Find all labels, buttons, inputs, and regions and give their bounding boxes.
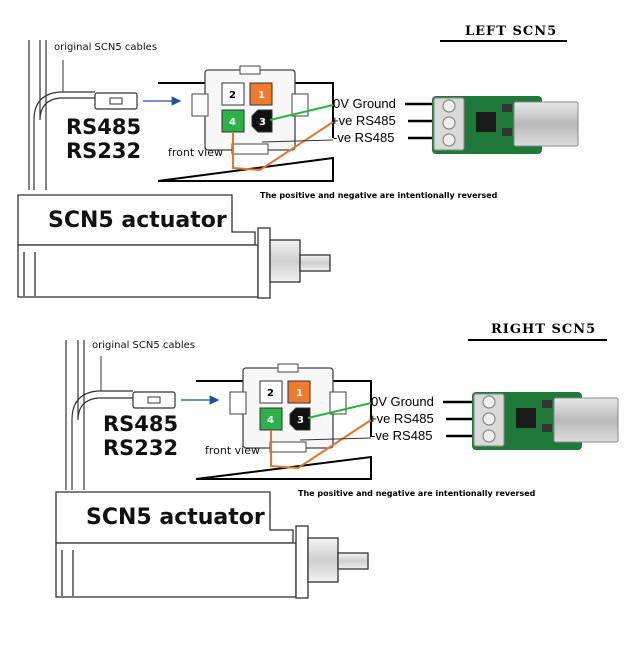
- pin-1: [287, 380, 311, 404]
- protocol-label-rs232: RS232: [66, 139, 141, 163]
- reversed-note: The positive and negative are intentiona…: [298, 489, 536, 498]
- panel-heading: RIGHT SCN5: [491, 322, 596, 337]
- panel-left: LEFT SCN5 original SCN5 cables RS485 RS2…: [17, 24, 579, 299]
- usb-rs485-adapter: [472, 392, 619, 450]
- pin-2: [259, 380, 283, 404]
- wire-ground: [269, 104, 334, 121]
- wire-positive: [232, 121, 334, 172]
- front-view-label: front view: [205, 444, 260, 457]
- pin-4-label: 4: [229, 117, 236, 128]
- plug-latch: [147, 396, 161, 404]
- wire-ground: [307, 402, 372, 419]
- pin-2: [221, 82, 245, 106]
- panel-heading: LEFT SCN5: [465, 24, 557, 39]
- usb-rs485-adapter: [432, 96, 579, 154]
- pin-1-label: 1: [258, 90, 265, 101]
- actuator-body: [55, 491, 369, 599]
- wire-label-positive: +ve RS485: [369, 411, 434, 426]
- pin-1-label: 1: [296, 388, 303, 399]
- wire-positive: [270, 419, 372, 470]
- pin-2-label: 2: [267, 388, 274, 399]
- cables-label: original SCN5 cables: [54, 42, 157, 53]
- actuator-label: SCN5 actuator: [48, 208, 227, 233]
- pin-2-label: 2: [229, 90, 236, 101]
- pin-3: [251, 109, 273, 133]
- pin-3: [289, 407, 311, 431]
- pin-3-label: 3: [259, 117, 266, 128]
- wire-leads: [405, 102, 432, 140]
- pin-3-label: 3: [297, 415, 304, 426]
- protocol-label-rs485: RS485: [103, 412, 178, 436]
- front-view-label: front view: [168, 146, 223, 159]
- actuator-body: [17, 194, 331, 299]
- cable-bundle: [28, 40, 95, 190]
- pin-4-label: 4: [267, 415, 274, 426]
- wire-label-negative: -ve RS485: [371, 428, 432, 443]
- reversed-note: The positive and negative are intentiona…: [260, 191, 498, 200]
- wire-label-ground: 0V Ground: [333, 96, 396, 111]
- cables-label: original SCN5 cables: [92, 340, 195, 351]
- actuator-label: SCN5 actuator: [86, 505, 265, 530]
- wire-label-positive: +ve RS485: [331, 113, 396, 128]
- protocol-label-rs232: RS232: [103, 436, 178, 460]
- wire-leads: [443, 400, 472, 438]
- plug-latch: [109, 97, 123, 105]
- wire-label-negative: -ve RS485: [333, 130, 394, 145]
- wire-negative: [299, 437, 372, 441]
- pin-1: [249, 82, 273, 106]
- cable-bundle: [65, 340, 133, 490]
- protocol-label-rs485: RS485: [66, 115, 141, 139]
- wire-label-ground: 0V Ground: [371, 394, 434, 409]
- wire-negative: [261, 139, 334, 143]
- panel-right: RIGHT SCN5 original SCN5 cables RS485 RS…: [55, 322, 619, 599]
